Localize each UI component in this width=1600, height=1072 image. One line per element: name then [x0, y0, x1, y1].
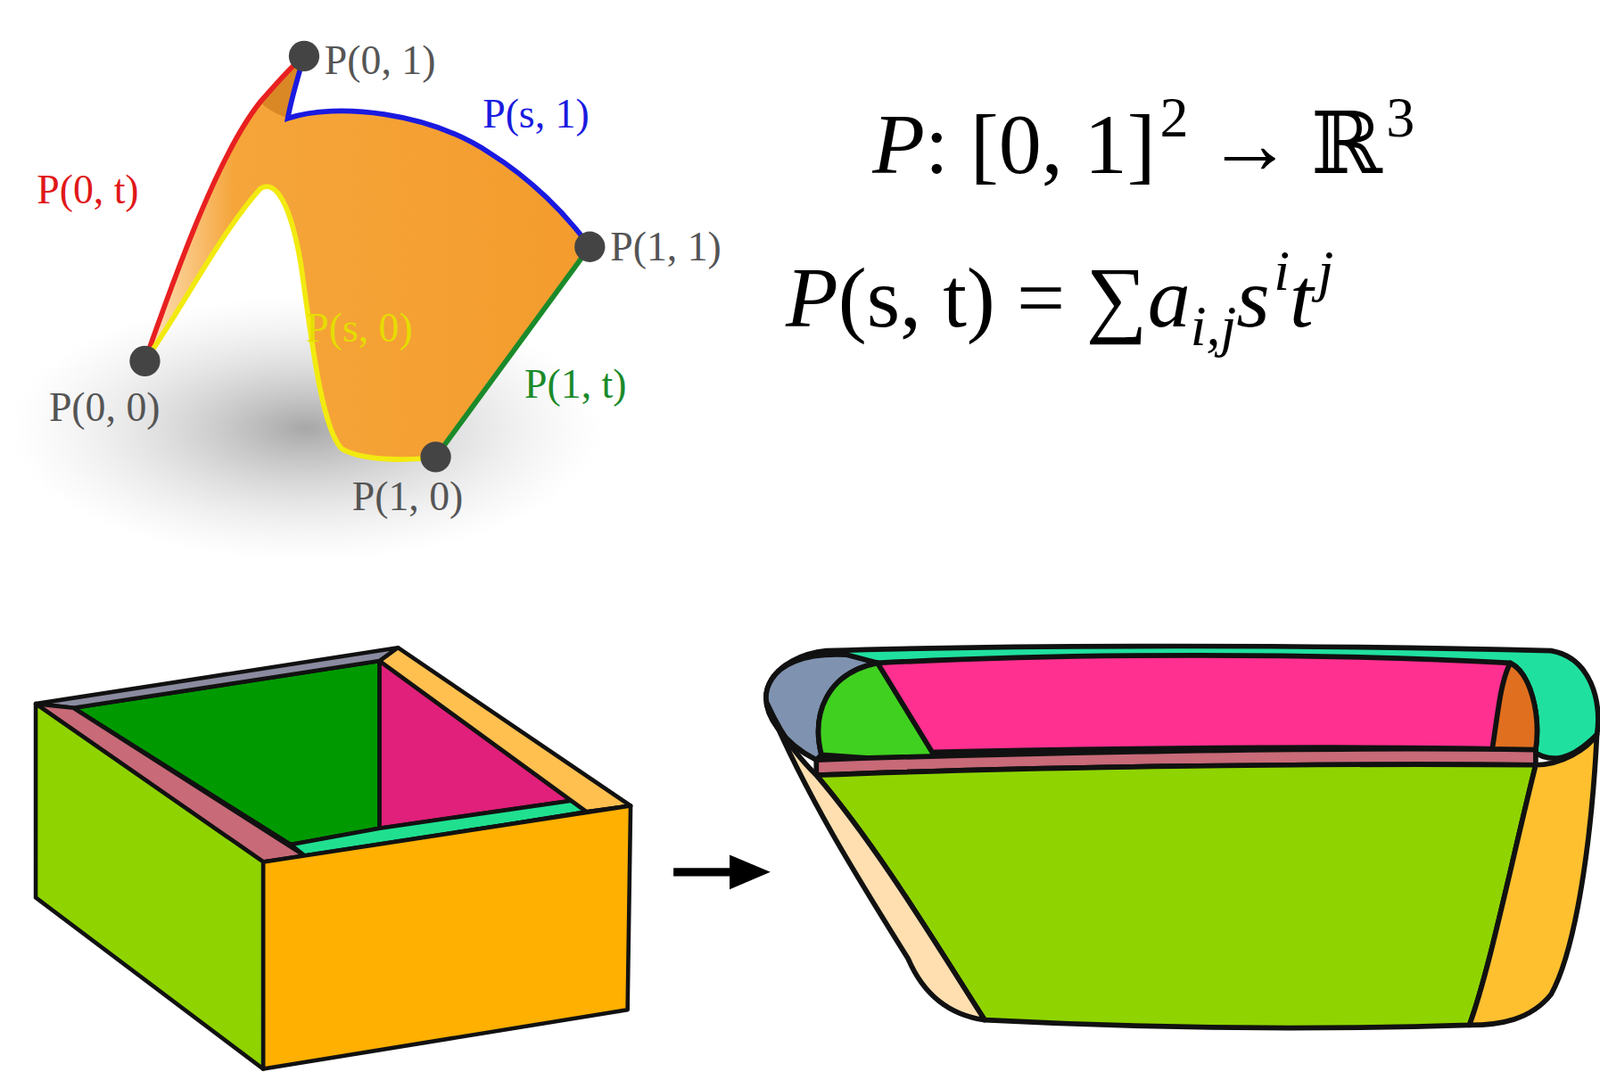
- point-label: P(s, 1): [482, 93, 590, 135]
- box-model: [35, 647, 631, 1069]
- corner-dot: [288, 41, 320, 72]
- point-label: P(s, 0): [305, 307, 413, 349]
- formula-part: s: [1236, 255, 1270, 341]
- formula: P: [0, 1]2→ℝ3: [872, 101, 1415, 188]
- formula-part: 3: [1385, 88, 1415, 146]
- formula-part: ℝ: [1311, 101, 1383, 188]
- point-label: P(0, 0): [49, 387, 161, 429]
- curve-bottom: [144, 186, 436, 460]
- formula-part: (s, t) = ∑: [838, 255, 1148, 341]
- formula-part: →: [1206, 101, 1293, 188]
- curve-left: [144, 56, 304, 362]
- corner-dot: [129, 346, 160, 377]
- corner-dot: [574, 231, 605, 263]
- point-label: P(1, 0): [352, 476, 464, 518]
- formula-part: i: [1273, 241, 1290, 299]
- formula-part: t: [1289, 255, 1314, 341]
- transform-arrow: [673, 854, 771, 890]
- point-label: P(0, 1): [324, 41, 437, 83]
- curve-top: [288, 56, 591, 248]
- curve-right: [436, 247, 591, 458]
- formula-part: P: [785, 255, 839, 341]
- formula: P(s, t) = ∑ai,jsitj: [785, 255, 1334, 341]
- formula-part: P: [872, 101, 925, 188]
- point-label: P(1, 1): [610, 226, 722, 268]
- point-label: P(1, t): [524, 363, 627, 405]
- point-label: P(0, t): [36, 169, 139, 211]
- surface-patch: [144, 56, 590, 460]
- formula-part: 2: [1159, 88, 1188, 146]
- formula-part: j: [1317, 241, 1334, 299]
- formula-part: : [0, 1]: [924, 101, 1156, 188]
- formula-part: i,j: [1190, 296, 1238, 355]
- curved-box-model: [766, 646, 1599, 1029]
- formula-part: a: [1147, 255, 1191, 341]
- corner-dot: [420, 441, 451, 472]
